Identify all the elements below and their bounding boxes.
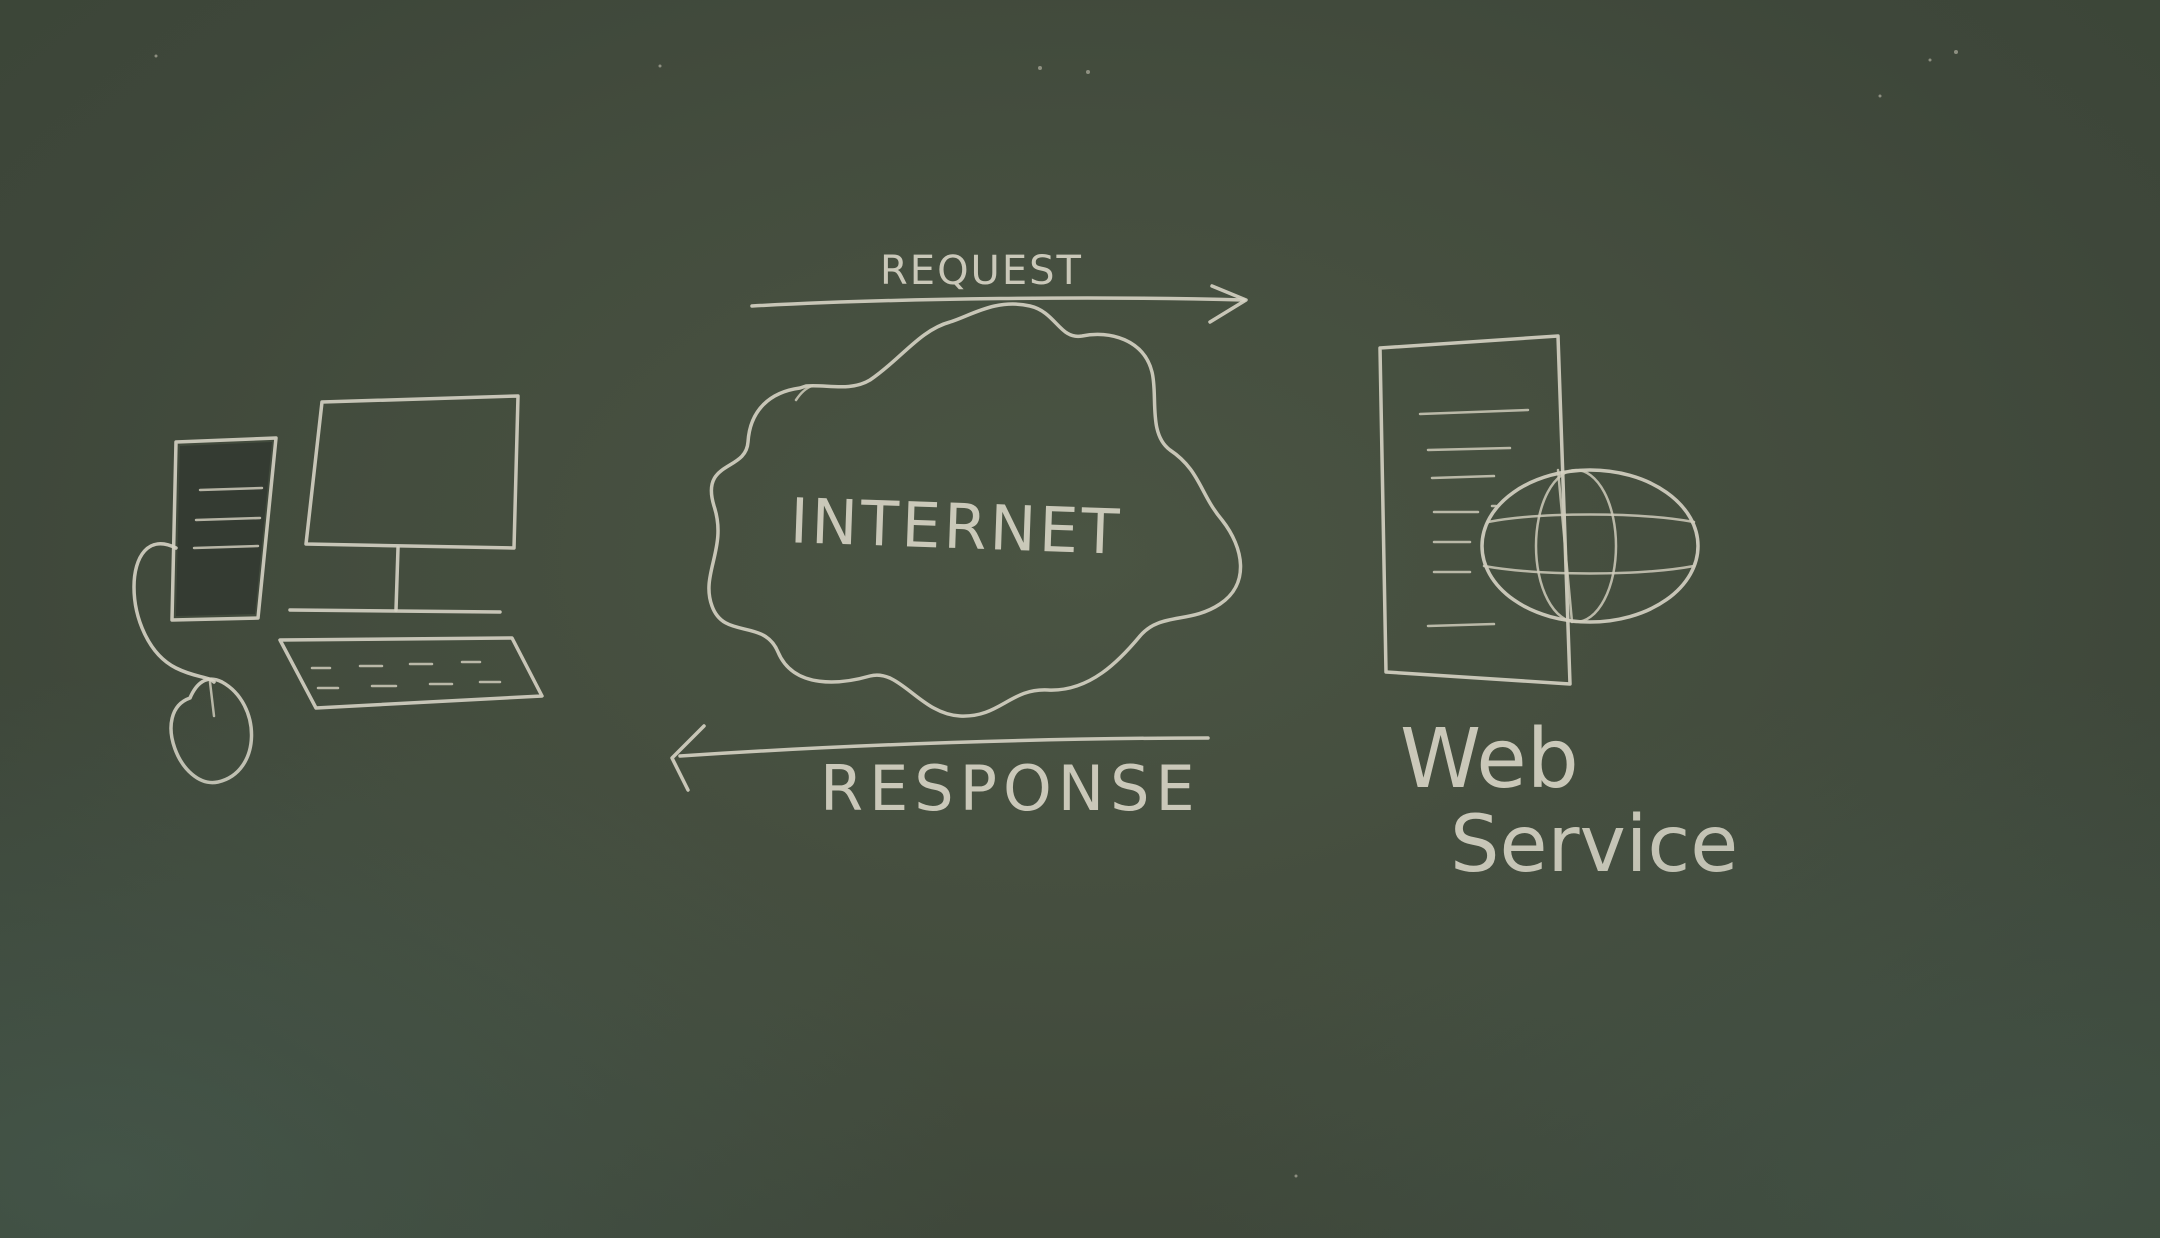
monitor-stand <box>394 546 400 612</box>
request-label: REQUEST <box>880 248 1083 294</box>
response-arrow <box>670 724 1210 792</box>
web-service-label-line-1: Web <box>1400 712 1579 807</box>
response-arrow-line <box>678 736 1210 758</box>
cloud-outline <box>707 302 1243 718</box>
tower-fill <box>176 442 272 616</box>
request-arrow-head <box>1208 284 1248 324</box>
globe-outline <box>1480 468 1700 624</box>
keyboard <box>278 636 544 710</box>
globe-meridian <box>1534 468 1618 624</box>
tower-bay-3 <box>192 544 260 550</box>
request-arrow-line <box>750 296 1246 308</box>
tower-case <box>170 436 278 622</box>
keyboard-keys-row-1 <box>310 660 482 670</box>
server-document <box>1378 334 1572 686</box>
server-line-2 <box>1426 446 1512 452</box>
monitor-screen <box>304 394 520 550</box>
desktop-computer-icon <box>132 394 544 785</box>
internet-label: INTERNET <box>788 484 1124 569</box>
cloud-curl <box>794 384 814 402</box>
globe-latitude-1 <box>1486 513 1696 524</box>
request-arrow <box>750 284 1248 324</box>
mouse-button-divider <box>208 680 216 718</box>
monitor-base <box>288 608 502 614</box>
response-arrow-head <box>670 724 706 792</box>
tower-bay-1 <box>198 486 264 492</box>
server-line-1 <box>1418 408 1530 416</box>
globe-latitude-2 <box>1482 564 1696 575</box>
server-line-3 <box>1430 474 1496 480</box>
chalk-specks <box>154 50 1958 1178</box>
web-server-globe-icon <box>1378 334 1700 686</box>
tower-bay-2 <box>194 516 262 522</box>
keyboard-keys-row-2 <box>316 680 502 690</box>
mouse-cable <box>132 542 216 684</box>
server-line-7 <box>1426 622 1496 628</box>
cloud-icon <box>707 302 1243 718</box>
response-label: RESPONSE <box>820 752 1201 825</box>
web-service-label-line-2: Service <box>1450 800 1739 890</box>
globe-axis <box>1556 468 1574 624</box>
